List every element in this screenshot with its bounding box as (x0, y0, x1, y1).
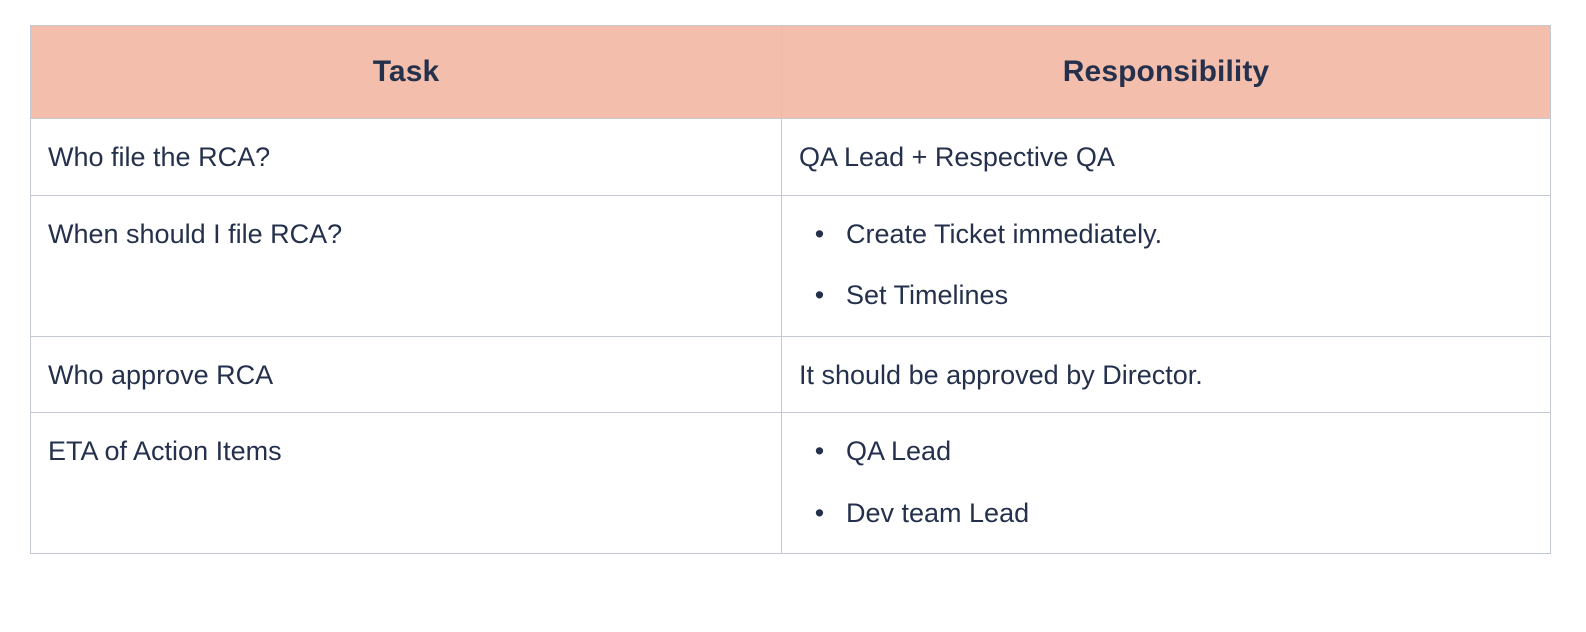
rca-responsibility-table: Task Responsibility Who file the RCA? QA … (30, 25, 1551, 554)
list-item-label: QA Lead (846, 436, 952, 467)
cell-task: Who file the RCA? (30, 118, 782, 196)
task-text: Who approve RCA (48, 359, 274, 390)
column-header-responsibility: Responsibility (781, 25, 1551, 119)
bullet-icon: • (814, 218, 825, 249)
responsibility-text: It should be approved by Director. (799, 359, 1203, 390)
cell-responsibility: • Create Ticket immediately. • Set Timeline… (781, 194, 1551, 337)
responsibility-list: • QA Lead • Dev team Lead (782, 413, 1550, 551)
task-text: Who file the RCA? (48, 142, 271, 172)
task-text: ETA of Action Items (48, 436, 282, 467)
list-item-label: Dev team Lead (846, 497, 1030, 528)
list-item: • QA Lead (815, 435, 1532, 467)
bullet-icon: • (814, 280, 825, 311)
cell-task: Who approve RCA (30, 335, 782, 414)
table-body: Who file the RCA? QA Lead + Respective QA… (30, 118, 1551, 554)
table-row: Who approve RCA It should be approved by … (30, 335, 1551, 414)
cell-responsibility: It should be approved by Director. (781, 335, 1551, 414)
bullet-icon: • (814, 436, 825, 467)
cell-responsibility: • QA Lead • Dev team Lead (781, 412, 1551, 554)
cell-responsibility: QA Lead + Respective QA (781, 118, 1551, 196)
column-header-task: Task (30, 25, 782, 119)
table-header: Task Responsibility (30, 25, 1551, 119)
responsibility-list: • Create Ticket immediately. • Set Timeline… (782, 196, 1550, 334)
table-row: ETA of Action Items • QA Lead • Dev team Lea… (30, 412, 1551, 554)
task-text: When should I file RCA? (48, 218, 343, 249)
list-item: • Set Timelines (815, 279, 1532, 311)
list-item-label: Create Ticket immediately. (846, 218, 1163, 249)
header-row: Task Responsibility (30, 25, 1551, 119)
table-row: When should I file RCA? • Create Ticket im… (30, 194, 1551, 337)
bullet-icon: • (814, 497, 825, 528)
list-item-label: Set Timelines (846, 280, 1009, 311)
cell-task: When should I file RCA? (30, 194, 782, 337)
cell-task: ETA of Action Items (30, 412, 782, 554)
list-item: • Dev team Lead (815, 497, 1532, 529)
list-item: • Create Ticket immediately. (815, 218, 1532, 250)
responsibility-text: QA Lead + Respective QA (799, 142, 1115, 172)
table-row: Who file the RCA? QA Lead + Respective QA (30, 118, 1551, 196)
